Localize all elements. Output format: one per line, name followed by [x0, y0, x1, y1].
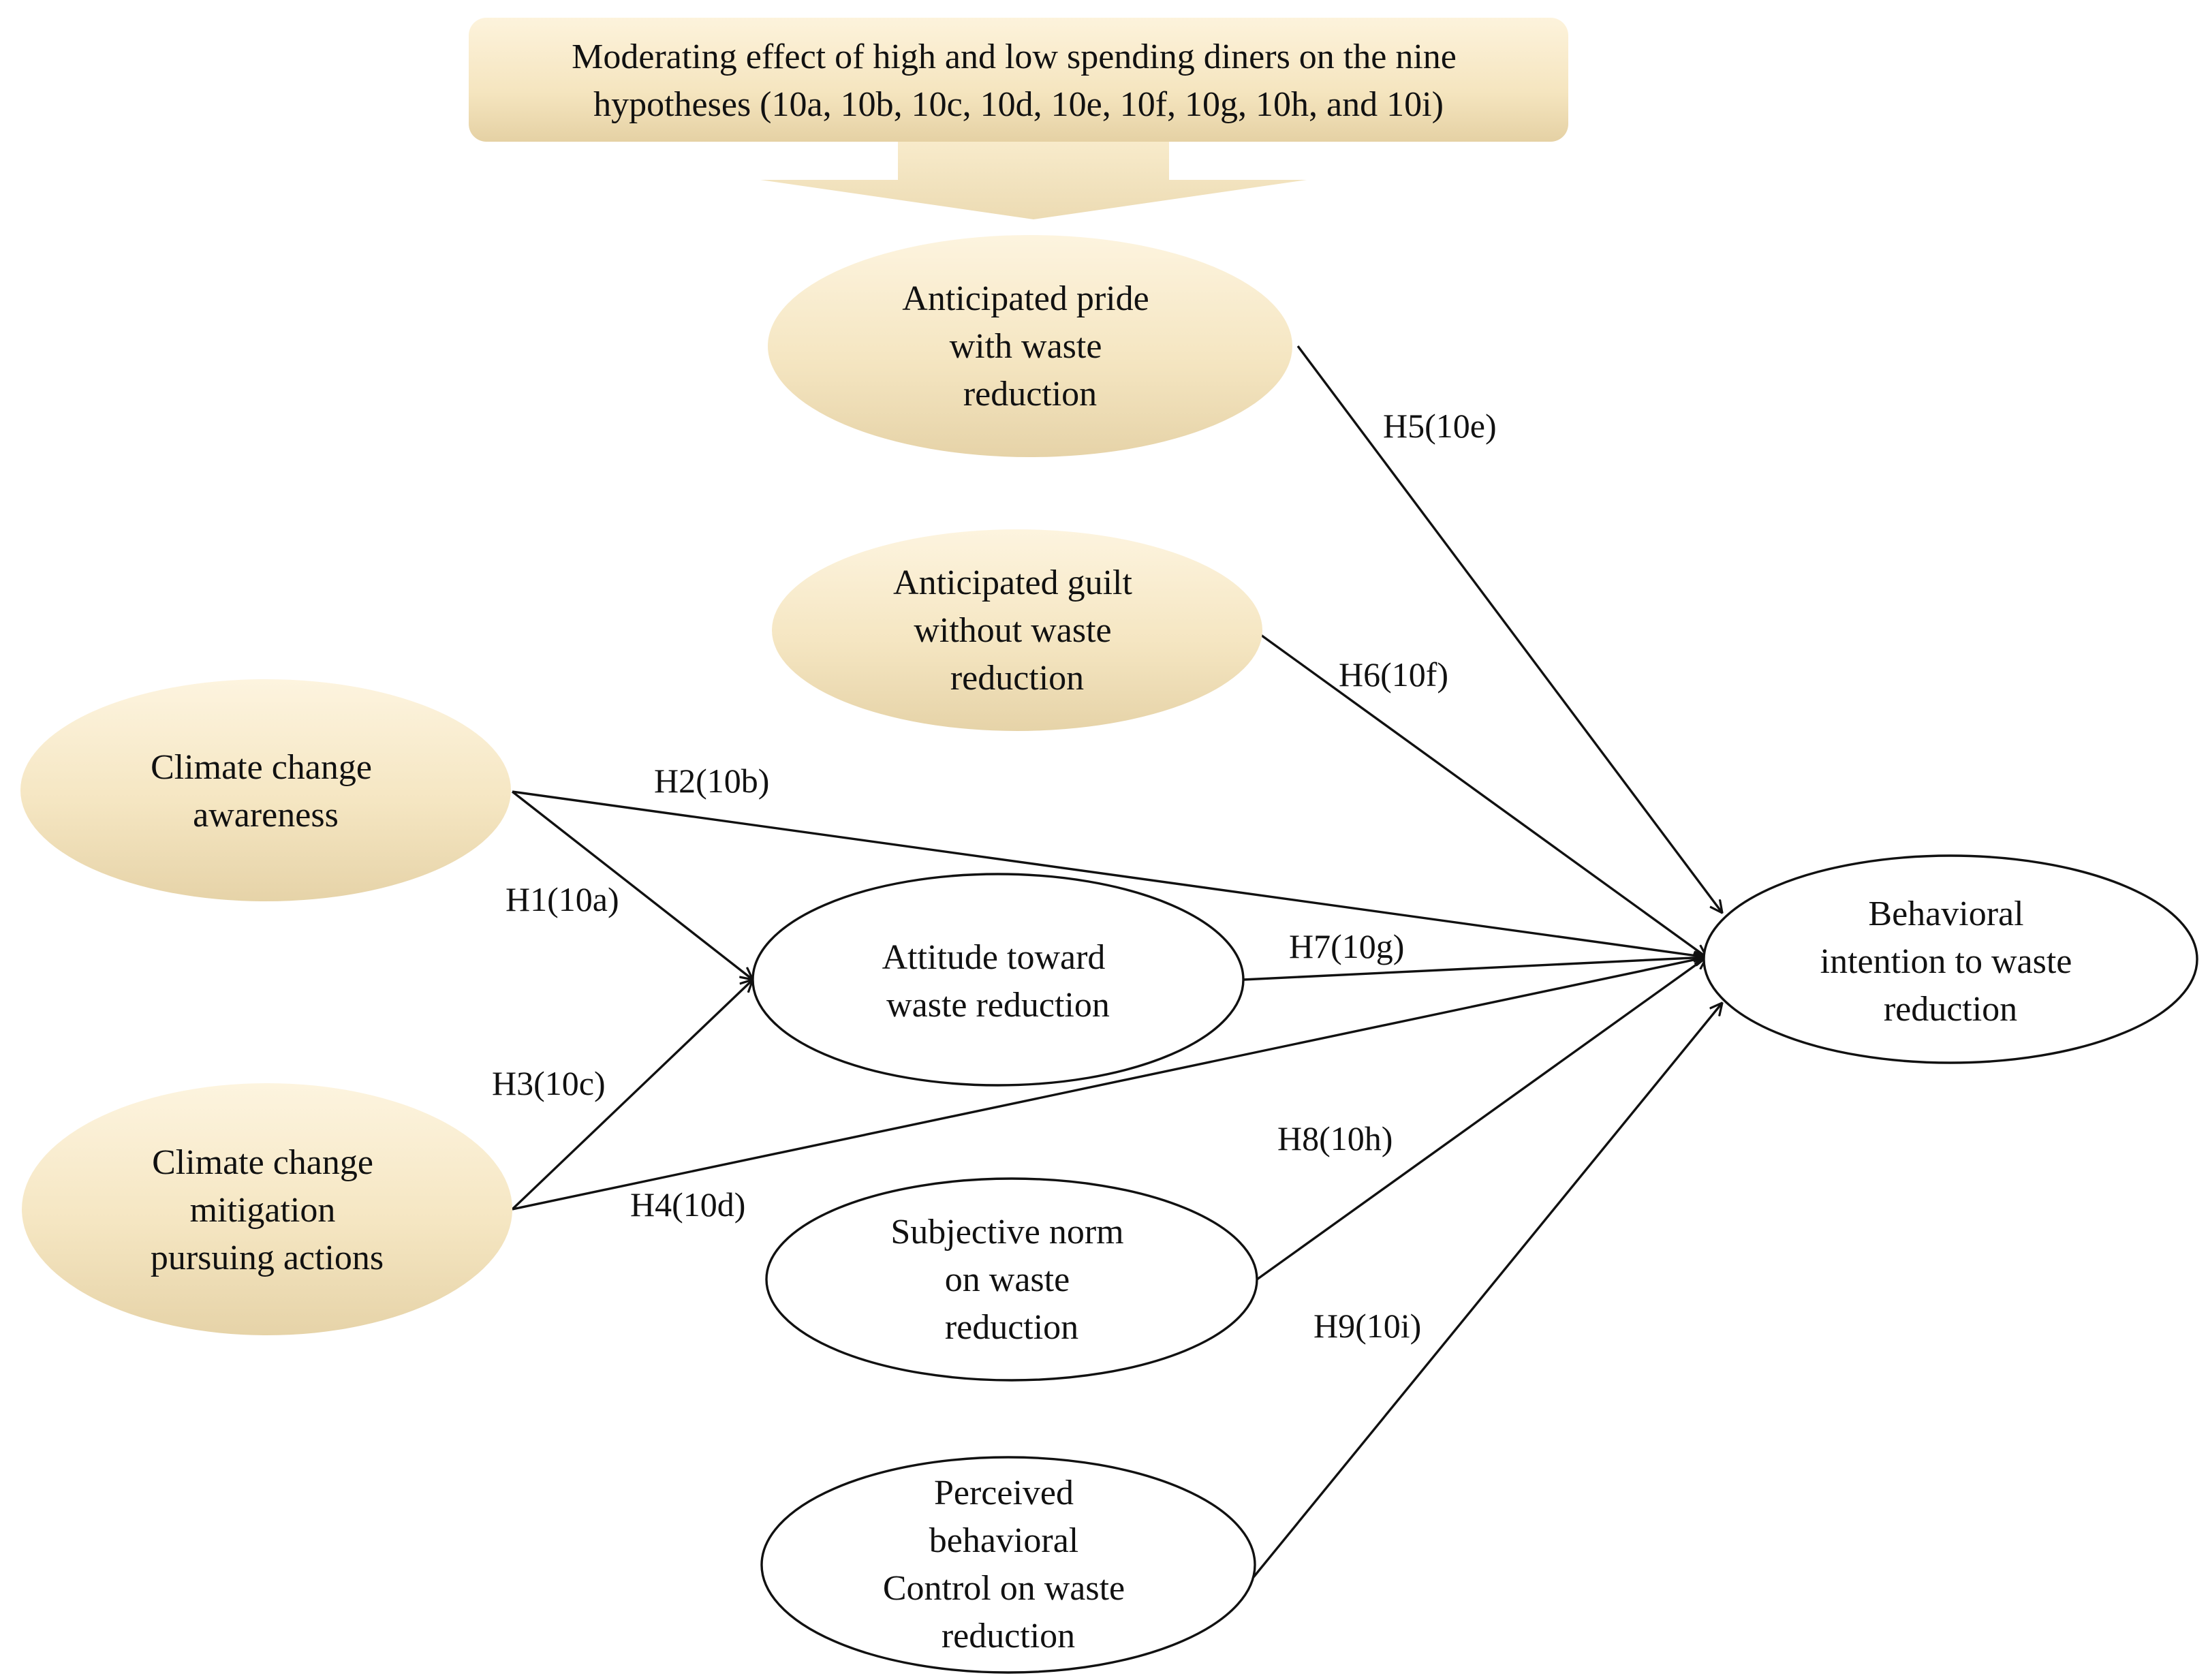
label-h8: H8(10h)	[1277, 1119, 1393, 1157]
path-h5	[1296, 345, 1722, 913]
node-awareness-line: Climate change	[151, 748, 372, 787]
label-h2: H2(10b)	[654, 762, 769, 800]
path-h7	[1243, 957, 1707, 981]
node-mitigation-text: Climate change mitigation pursuing actio…	[151, 1143, 384, 1277]
label-h4: H4(10d)	[630, 1185, 745, 1224]
hypothesis-paths	[511, 345, 1722, 1578]
path-h6	[1258, 632, 1707, 957]
banner-line-1: Moderating effect of high and low spendi…	[572, 37, 1457, 76]
node-pride-shape	[768, 235, 1292, 457]
label-h6: H6(10f)	[1339, 655, 1448, 694]
banner-down-arrow	[760, 142, 1307, 219]
label-h9: H9(10i)	[1313, 1307, 1421, 1345]
node-guilt-line: Anticipated guilt	[893, 563, 1132, 602]
label-h3: H3(10c)	[492, 1064, 606, 1102]
node-awareness-line: awareness	[193, 796, 339, 835]
node-guilt-line: reduction	[950, 659, 1084, 698]
node-anticipated-pride: Anticipated pride with waste reduction	[768, 235, 1292, 457]
node-intention-line: Behavioral	[1868, 895, 2023, 933]
node-behavioral-intention: Behavioral intention to waste reduction	[1702, 854, 2198, 1064]
node-subjective-norm: Subjective norm on waste reduction	[765, 1177, 1258, 1382]
node-intention-shape	[1702, 854, 2198, 1064]
banner-line-2: hypotheses (10a, 10b, 10c, 10d, 10e, 10f…	[593, 85, 1444, 124]
node-anticipated-guilt: Anticipated guilt without waste reductio…	[772, 529, 1262, 731]
node-norm-line: reduction	[945, 1308, 1078, 1347]
node-control-line: Control on waste	[883, 1569, 1125, 1608]
banner-box	[469, 18, 1568, 142]
node-norm-text: Subjective norm on waste reduction	[890, 1213, 1132, 1347]
node-pride-line: with waste	[950, 327, 1102, 366]
node-climate-mitigation: Climate change mitigation pursuing actio…	[22, 1083, 512, 1335]
node-attitude: Attitude toward waste reduction	[751, 873, 1245, 1087]
path-h2	[512, 790, 1707, 957]
node-norm-line: on waste	[945, 1260, 1070, 1299]
banner-text: Moderating effect of high and low spendi…	[572, 37, 1465, 124]
label-h7: H7(10g)	[1289, 927, 1404, 965]
node-guilt-line: without waste	[914, 611, 1111, 650]
hypothesis-labels: H5(10e) H6(10f) H2(10b) H1(10a) H7(10g) …	[492, 407, 1497, 1345]
node-awareness-text: Climate change awareness	[151, 748, 381, 835]
node-control-line: Perceived	[934, 1474, 1074, 1512]
label-h1: H1(10a)	[506, 880, 619, 918]
node-pride-text: Anticipated pride with waste reduction	[902, 279, 1157, 414]
node-pride-line: reduction	[963, 375, 1097, 414]
node-perceived-control: Perceived behavioral Control on waste re…	[760, 1456, 1256, 1674]
node-mitigation-line: mitigation	[190, 1191, 336, 1230]
node-attitude-line: waste reduction	[886, 986, 1110, 1025]
node-control-line: behavioral	[929, 1521, 1078, 1560]
node-control-text: Perceived behavioral Control on waste re…	[883, 1474, 1134, 1655]
label-h5: H5(10e)	[1383, 407, 1497, 445]
node-intention-text: Behavioral intention to waste reduction	[1820, 895, 2081, 1029]
node-norm-shape	[765, 1177, 1258, 1382]
node-guilt-text: Anticipated guilt without waste reductio…	[893, 563, 1141, 698]
node-mitigation-line: Climate change	[152, 1143, 373, 1182]
node-intention-line: reduction	[1884, 990, 2017, 1029]
path-h9	[1252, 1003, 1722, 1578]
node-attitude-text: Attitude toward waste reduction	[882, 938, 1115, 1025]
node-guilt-shape	[772, 529, 1262, 731]
node-norm-line: Subjective norm	[890, 1213, 1123, 1251]
node-control-line: reduction	[942, 1617, 1075, 1655]
node-intention-line: intention to waste	[1820, 942, 2072, 981]
node-mitigation-line: pursuing actions	[151, 1239, 384, 1277]
node-attitude-line: Attitude toward	[882, 938, 1106, 977]
moderation-banner: Moderating effect of high and low spendi…	[469, 18, 1568, 219]
node-pride-line: Anticipated pride	[902, 279, 1149, 318]
path-h1	[511, 790, 753, 980]
path-h4	[512, 957, 1707, 1211]
node-mitigation-shape	[22, 1083, 512, 1335]
path-h3	[511, 980, 753, 1211]
node-awareness-shape	[20, 679, 511, 901]
path-h8	[1256, 957, 1707, 1281]
node-control-shape	[760, 1456, 1256, 1674]
node-attitude-shape	[751, 873, 1245, 1087]
node-climate-awareness: Climate change awareness	[20, 679, 511, 901]
